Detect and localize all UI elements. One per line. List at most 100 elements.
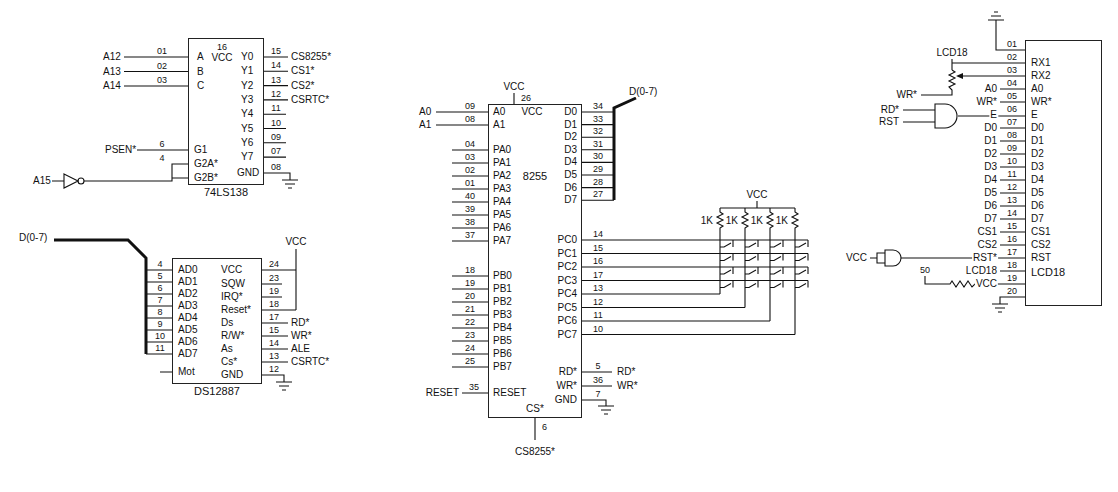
pin-number: 18 <box>1006 261 1018 270</box>
signal-label: CSRTC* <box>290 357 330 367</box>
signal-label: D7 <box>983 214 998 224</box>
inverter-gate <box>64 174 78 188</box>
pin-number: 12 <box>1006 183 1018 192</box>
signal-label: CS2* <box>290 81 315 91</box>
pin-number: 11 <box>1006 170 1017 179</box>
signal-label: WR* <box>975 97 998 107</box>
signal-label: D4 <box>1030 175 1045 185</box>
signal-label: D0 <box>563 107 578 117</box>
pin-number: 13 <box>1006 196 1018 205</box>
signal-label: A0 <box>418 107 432 117</box>
pin-number: 9 <box>156 320 163 329</box>
signal-label: PB0 <box>492 271 513 281</box>
signal-label: A15 <box>32 176 52 186</box>
signal-label: AD6 <box>177 337 198 347</box>
signal-label: VCC <box>210 53 233 63</box>
pin-number: 08 <box>270 163 282 172</box>
pin-number: 31 <box>592 139 604 148</box>
signal-label: 1K <box>725 216 739 226</box>
pin-number: 08 <box>1006 131 1018 140</box>
signal-label: VCC <box>502 82 525 92</box>
signal-label: VCC <box>220 265 243 275</box>
pin-number: 03 <box>1006 66 1018 75</box>
signal-label: PB2 <box>492 297 513 307</box>
signal-label: Y4 <box>240 109 254 119</box>
signal-label: Ds <box>220 318 234 328</box>
pin-number: 10 <box>154 332 166 341</box>
pin-number: 16 <box>216 43 228 52</box>
signal-label: D6 <box>563 183 578 193</box>
signal-label: LCD18 <box>965 266 998 276</box>
pin-number: 22 <box>464 318 476 327</box>
pin-number: 8 <box>156 308 163 317</box>
signal-label: RD* <box>616 367 636 377</box>
signal-label: Y1 <box>240 66 254 76</box>
pin-number: 01 <box>156 47 168 56</box>
signal-label: D6 <box>983 201 998 211</box>
keypad-strokes <box>717 208 808 335</box>
pin-number: 17 <box>592 270 604 279</box>
signal-label: IRQ* <box>220 292 244 302</box>
pin-number: 13 <box>592 284 604 293</box>
pin-number: 37 <box>464 231 476 240</box>
signal-label: PA3 <box>492 184 512 194</box>
signal-label: PC7 <box>557 330 578 340</box>
signal-label: Y6 <box>240 138 254 148</box>
pin-number: 09 <box>1006 144 1018 153</box>
pin-number: 07 <box>270 147 282 156</box>
signal-label: CS* <box>525 404 545 414</box>
pin-number: 20 <box>464 292 476 301</box>
signal-label: AD2 <box>177 289 198 299</box>
pin-number: 10 <box>270 118 282 127</box>
pin-number: 12 <box>592 297 604 306</box>
signal-label: PC6 <box>557 316 578 326</box>
pin-number: 50 <box>919 266 931 275</box>
signal-label: PC0 <box>557 235 578 245</box>
signal-label: D1 <box>563 120 578 130</box>
signal-label: RD* <box>880 105 900 115</box>
signal-label: RD* <box>558 367 578 377</box>
signal-label: VCC <box>520 107 543 117</box>
rtc-wires <box>146 249 296 390</box>
signal-label: D4 <box>563 157 578 167</box>
signal-label: GND <box>236 168 260 178</box>
pin-number: 12 <box>270 89 282 98</box>
pin-number: 18 <box>268 300 280 309</box>
signal-label: D5 <box>1030 188 1045 198</box>
pin-number: 35 <box>468 383 480 392</box>
pin-number: 07 <box>1006 118 1018 127</box>
chip-name: DS12887 <box>194 386 240 397</box>
signal-label: CS2 <box>977 240 998 250</box>
pin-number: 02 <box>464 166 476 175</box>
pin-number: 13 <box>268 352 280 361</box>
signal-label: Y0 <box>240 52 254 62</box>
signal-label: RESET <box>492 388 527 398</box>
pin-number: 34 <box>592 102 604 111</box>
signal-label: D(0-7) <box>628 87 658 97</box>
signal-label: VCC <box>845 253 868 263</box>
pin-number: 04 <box>1006 79 1018 88</box>
signal-label: A0 <box>1030 84 1044 94</box>
signal-label: VCC <box>975 279 998 289</box>
signal-label: CSRTC* <box>290 95 330 105</box>
pin-number: 5 <box>594 362 601 371</box>
pin-number: 7 <box>156 296 163 305</box>
logic-gate <box>935 104 957 128</box>
signal-label: AD1 <box>177 277 198 287</box>
signal-label: PA5 <box>492 210 512 220</box>
pin-number: 09 <box>270 132 282 141</box>
signal-label: RX2 <box>1030 71 1051 81</box>
signal-label: AD3 <box>177 301 198 311</box>
signal-label: RST* <box>972 253 998 263</box>
signal-label: G2B* <box>193 173 219 183</box>
pin-number: 21 <box>464 305 476 314</box>
pin-number: 17 <box>1006 248 1018 257</box>
pin-number: 39 <box>464 205 476 214</box>
signal-label: PC5 <box>557 303 578 313</box>
signal-label: PA4 <box>492 197 512 207</box>
signal-label: PB5 <box>492 336 513 346</box>
wiper-arrow <box>956 73 963 79</box>
pin-number: 7 <box>594 390 601 399</box>
signal-label: CS2 <box>1030 240 1051 250</box>
